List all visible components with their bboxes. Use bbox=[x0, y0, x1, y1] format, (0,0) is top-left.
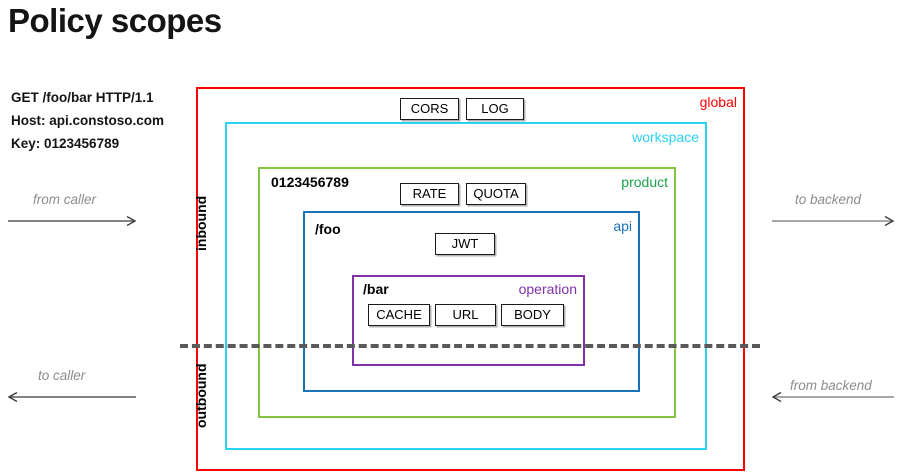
flow-caption-from-caller: from caller bbox=[33, 192, 97, 207]
page-title: Policy scopes bbox=[8, 2, 222, 39]
arrow-left-from-backend-icon bbox=[772, 392, 894, 402]
arrow-right-from-caller-icon bbox=[8, 216, 136, 226]
scope-box-api: api /foo bbox=[303, 211, 640, 392]
request-host-header: Host: api.constoso.com bbox=[11, 113, 165, 128]
request-key-header: Key: 0123456789 bbox=[11, 136, 120, 151]
scope-label-api: api bbox=[613, 218, 632, 234]
policy-chip-body[interactable]: BODY bbox=[501, 304, 564, 326]
operation-path-text: /bar bbox=[363, 281, 389, 297]
scope-label-global: global bbox=[699, 94, 737, 110]
policy-chip-cache[interactable]: CACHE bbox=[368, 304, 430, 326]
policy-chip-quota[interactable]: QUOTA bbox=[466, 183, 526, 205]
policy-chip-cors[interactable]: CORS bbox=[400, 98, 459, 120]
arrow-left-to-caller-icon bbox=[8, 392, 136, 402]
http-request-sample: GET /foo/bar HTTP/1.1 Host: api.constoso… bbox=[11, 86, 164, 155]
arrow-right-to-backend-icon bbox=[772, 216, 894, 226]
policy-chip-jwt[interactable]: JWT bbox=[435, 233, 495, 255]
scope-box-workspace: workspace bbox=[225, 122, 707, 450]
scope-box-product: product 0123456789 bbox=[258, 167, 676, 418]
direction-label-outbound: outbound bbox=[193, 363, 209, 428]
direction-label-inbound: inbound bbox=[193, 195, 209, 251]
scope-label-operation: operation bbox=[518, 281, 577, 297]
product-key-text: 0123456789 bbox=[271, 174, 349, 190]
flow-caption-to-backend: to backend bbox=[795, 192, 862, 207]
scope-box-operation: operation /bar bbox=[352, 275, 585, 366]
request-line: GET /foo/bar HTTP/1.1 bbox=[11, 90, 154, 105]
api-path-text: /foo bbox=[315, 221, 341, 237]
scope-label-product: product bbox=[621, 174, 668, 190]
flow-caption-from-backend: from backend bbox=[790, 378, 872, 393]
policy-chip-url[interactable]: URL bbox=[435, 304, 496, 326]
scope-box-global: global bbox=[196, 87, 745, 471]
policy-chip-log[interactable]: LOG bbox=[466, 98, 524, 120]
scope-label-workspace: workspace bbox=[632, 129, 699, 145]
flow-caption-to-caller: to caller bbox=[38, 368, 86, 383]
policy-chip-rate[interactable]: RATE bbox=[400, 183, 459, 205]
inbound-outbound-divider bbox=[180, 344, 760, 348]
